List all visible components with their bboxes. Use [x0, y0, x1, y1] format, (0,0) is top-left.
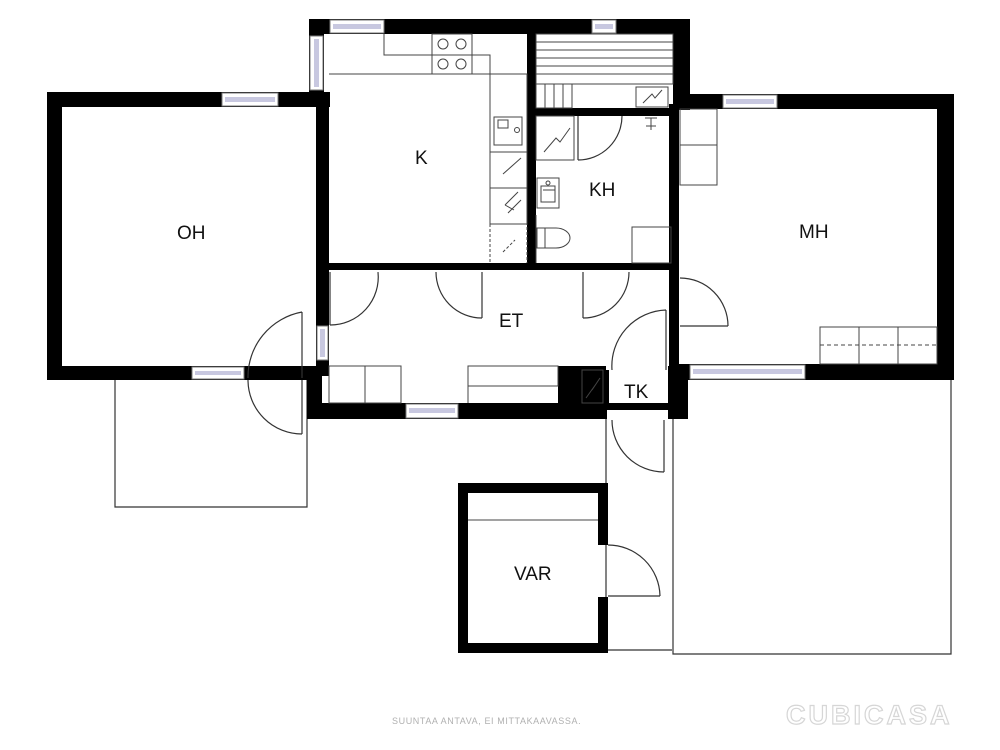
sauna-bench: [535, 33, 674, 85]
cubicasa-logo: CUBICASA: [785, 699, 953, 730]
terraces: [114, 380, 952, 655]
room-label-et: ET: [499, 311, 524, 332]
windows: [191, 19, 806, 419]
et-fixtures: [328, 365, 604, 404]
sink: [536, 177, 560, 209]
disclaimer-note: SUUNTAA ANTAVA, EI MITTAKAAVASSA.: [392, 716, 582, 726]
door-var: [607, 544, 661, 597]
exterior-walls: [47, 19, 954, 653]
door-front: [611, 309, 667, 371]
door-et-mh: [679, 277, 729, 327]
room-label-kh: KH: [589, 180, 615, 201]
tk-panel: [581, 369, 604, 404]
doors: [247, 115, 729, 597]
electric-panel: [535, 115, 575, 161]
door-sauna: [577, 115, 623, 161]
room-label-mh: MH: [799, 222, 829, 243]
bathroom-fixtures: [535, 33, 674, 264]
room-label-var: VAR: [514, 564, 552, 585]
terrace-right: [672, 380, 952, 655]
door-et-oh: [329, 271, 379, 326]
room-label-k: K: [415, 148, 428, 169]
kitchen-fixtures: [329, 33, 528, 263]
mh-fixtures: [679, 108, 938, 365]
terrace-left: [114, 380, 308, 508]
stove: [431, 33, 473, 75]
door-et-kh: [582, 271, 630, 319]
door-et-k: [435, 271, 483, 319]
room-label-oh: OH: [177, 223, 206, 244]
interior-walls: [316, 34, 679, 410]
toilet: [544, 227, 571, 249]
door-tk: [611, 419, 665, 473]
entry-path: [605, 418, 672, 651]
shower-icon: [645, 117, 657, 130]
room-label-tk: TK: [624, 382, 649, 403]
door-oh-terrace: [247, 311, 303, 379]
sauna-stove: [635, 86, 669, 108]
